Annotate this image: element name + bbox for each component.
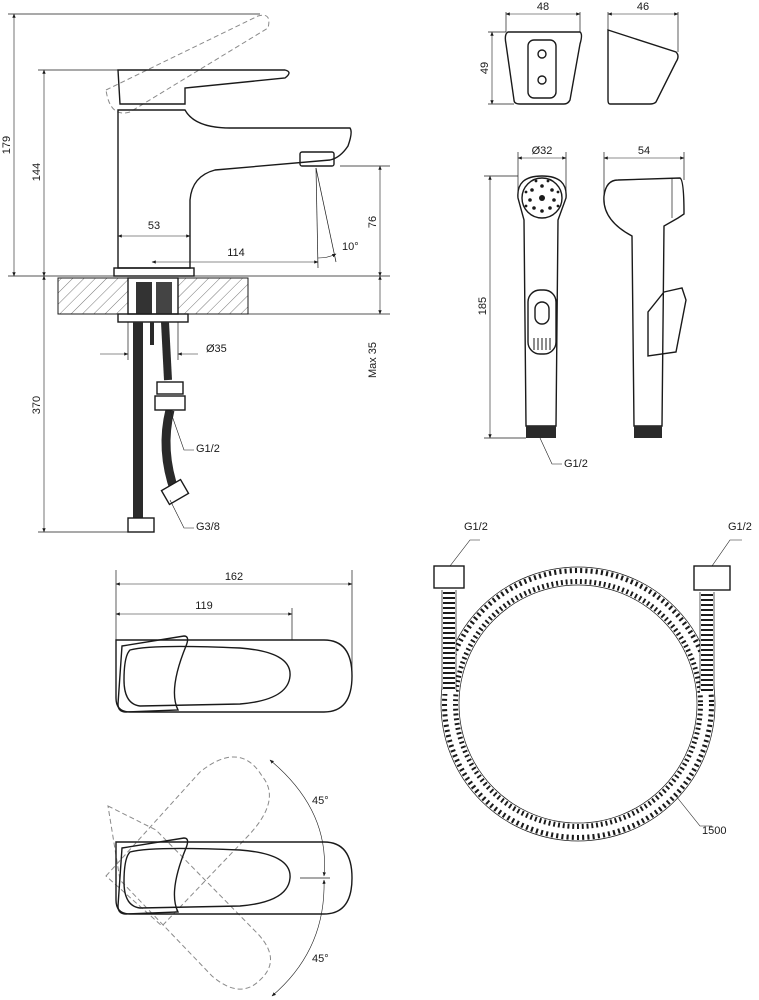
trigger-grip <box>533 338 551 350</box>
dim-hole-diameter: Ø35 <box>206 343 227 355</box>
mounting-nut <box>117 313 189 323</box>
handshower-thread-front <box>526 426 556 438</box>
top-body-outline <box>115 639 353 713</box>
hose-braid-upper-2 <box>156 282 172 314</box>
countertop-left <box>57 277 129 315</box>
dim-spout-angle: 10° <box>342 241 359 253</box>
rot-lever-outline <box>117 837 189 915</box>
lever-open-outline <box>105 14 270 114</box>
holder-side <box>607 29 679 105</box>
lever-rotated-down <box>107 805 271 990</box>
dim-handshower-width: 54 <box>638 145 650 157</box>
dim-head-diameter: Ø32 <box>532 145 553 157</box>
shower-hose: G1/2 G1/2 1500 <box>433 521 752 842</box>
handshower-thread-side <box>634 426 662 438</box>
connector-g12-nut <box>156 381 184 395</box>
handshower-side-body <box>603 177 685 427</box>
faucet-lever <box>117 69 290 105</box>
label-connector-top: G1/2 <box>196 443 220 455</box>
label-hose-right: G1/2 <box>728 521 752 533</box>
top-lever-outline <box>117 635 189 713</box>
supply-hose-right-lower <box>161 408 180 494</box>
hose-inner-edge <box>458 584 698 824</box>
label-hose-length: 1500 <box>702 825 726 837</box>
trigger-side <box>647 287 687 357</box>
spray-nozzles <box>524 179 560 213</box>
hose-connector-right <box>693 565 731 591</box>
faucet-base <box>113 267 195 277</box>
hose-connector-left <box>433 565 465 589</box>
dim-reach: 114 <box>227 247 245 259</box>
connector-g38-upper <box>160 478 190 506</box>
holder-screw-top <box>537 49 547 59</box>
handshower-views: Ø32 54 185 G1/2 <box>477 145 687 470</box>
holder-front <box>504 31 583 105</box>
hose-coil-core <box>447 573 709 835</box>
label-hose-left: G1/2 <box>464 521 488 533</box>
dim-lever-length: 119 <box>195 600 213 612</box>
label-handshower-thread: G1/2 <box>564 458 588 470</box>
trigger-front <box>527 289 557 355</box>
dim-holder-depth: 46 <box>637 1 649 13</box>
dim-rotation-down: 45° <box>312 953 329 965</box>
dim-hose-length: 370 <box>31 396 43 414</box>
dim-overall-length: 162 <box>225 571 243 583</box>
handshower-front-body <box>517 175 567 427</box>
holder-screw-bottom <box>537 75 547 85</box>
lever-rotated-up <box>105 756 270 927</box>
holder-slot <box>527 39 557 99</box>
dim-holder-width: 48 <box>537 1 549 13</box>
faucet-side-view: 179 144 53 114 10° 76 Max 35 Ø35 370 G1/… <box>1 13 390 533</box>
dim-holder-height: 49 <box>479 62 491 74</box>
dim-total-height: 179 <box>1 136 13 154</box>
dim-max-deck: Max 35 <box>367 342 379 378</box>
trigger-button <box>534 301 550 325</box>
faucet-rotation-view: 45° 45° <box>105 756 353 997</box>
label-connector-bottom: G3/8 <box>196 521 220 533</box>
dim-rotation-up: 45° <box>312 795 329 807</box>
hose-braid-upper-1 <box>136 282 152 314</box>
connector-g38-lower <box>127 517 155 533</box>
dim-handshower-length: 185 <box>477 297 489 315</box>
dim-body-width: 53 <box>148 220 160 232</box>
dim-spout-clearance: 76 <box>367 216 379 228</box>
countertop-right <box>177 277 249 315</box>
holder-views: 48 49 46 <box>479 1 679 105</box>
spray-face <box>521 177 563 219</box>
hose-outer-edge <box>440 566 716 842</box>
aerator <box>299 151 335 167</box>
faucet-top-view: 162 119 <box>115 570 353 713</box>
dim-spout-height: 144 <box>31 163 43 181</box>
top-lever-handle <box>123 645 291 707</box>
connector-g12-body <box>154 395 186 411</box>
supply-hose-right-upper <box>161 321 172 381</box>
faucet-body <box>117 109 352 269</box>
